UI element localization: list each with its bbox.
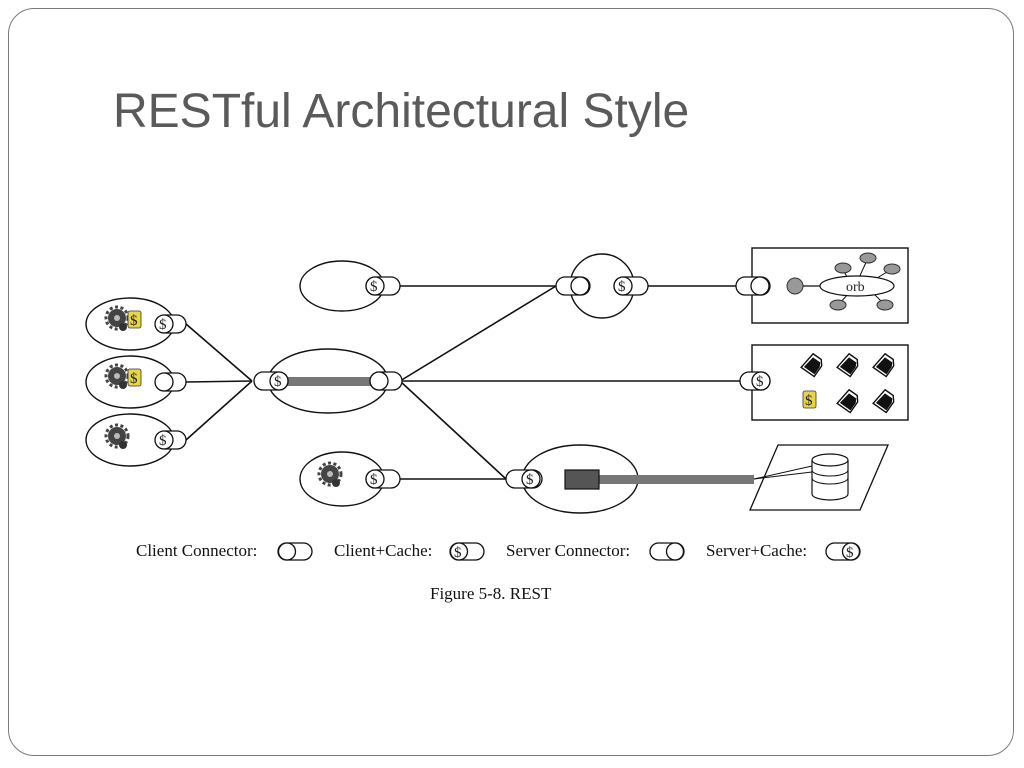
svg-text:$: $ bbox=[159, 433, 167, 449]
bottom-client-component: $ bbox=[299, 451, 401, 507]
client-cache-connector: $ bbox=[365, 469, 401, 489]
client-component-3: $ bbox=[85, 413, 187, 467]
legend-client-connector-symbol bbox=[277, 542, 313, 561]
server-connector bbox=[735, 276, 771, 296]
legend-server-cache-label: Server+Cache: bbox=[706, 541, 807, 560]
client-cache-connector: $ bbox=[154, 430, 187, 450]
resource-server: $ $ bbox=[739, 344, 909, 421]
legend-server-connector-symbol bbox=[649, 542, 685, 561]
server-connector bbox=[369, 371, 403, 391]
svg-text:$: $ bbox=[370, 472, 378, 488]
database-icon bbox=[811, 453, 849, 501]
client-cache-connector: $ bbox=[253, 371, 289, 391]
client-component-2: $ bbox=[85, 355, 187, 409]
svg-text:$: $ bbox=[756, 374, 764, 390]
slide-title: RESTful Architectural Style bbox=[113, 85, 690, 138]
client-cache-connector: $ bbox=[154, 314, 187, 334]
svg-text:$: $ bbox=[274, 374, 282, 390]
script-icon: $ bbox=[127, 368, 142, 387]
figure-caption: Figure 5-8. REST bbox=[430, 584, 552, 603]
svg-text:$: $ bbox=[130, 313, 138, 329]
svg-text:$: $ bbox=[454, 545, 462, 561]
gateway-component: $ bbox=[555, 253, 649, 319]
slide-frame bbox=[8, 8, 1014, 756]
svg-text:$: $ bbox=[526, 472, 534, 488]
svg-text:$: $ bbox=[618, 279, 626, 295]
server-connector bbox=[555, 276, 591, 296]
server-cache-connector: $ bbox=[505, 469, 543, 489]
legend-client-cache-label: Client+Cache: bbox=[334, 541, 432, 560]
legend-client-connector-label: Client Connector: bbox=[136, 541, 257, 560]
connection-lines bbox=[185, 285, 742, 480]
proxy-component: $ bbox=[253, 348, 403, 414]
legend: Client Connector: Client+Cache: $ Server… bbox=[136, 541, 861, 561]
script-icon: $ bbox=[802, 390, 817, 409]
script-icon: $ bbox=[127, 310, 142, 329]
client-connector bbox=[154, 372, 187, 392]
legend-server-connector-label: Server Connector: bbox=[506, 541, 630, 560]
client-cache-connector: $ bbox=[365, 276, 401, 296]
svg-text:$: $ bbox=[370, 279, 378, 295]
svg-text:$: $ bbox=[130, 371, 138, 387]
legend-server-cache-symbol: $ bbox=[825, 542, 861, 561]
svg-text:$: $ bbox=[805, 393, 813, 409]
svg-text:orb: orb bbox=[846, 280, 865, 295]
top-client-component: $ bbox=[299, 260, 401, 312]
svg-text:$: $ bbox=[159, 317, 167, 333]
cache-component: $ bbox=[505, 444, 754, 514]
client-cache-connector: $ bbox=[613, 276, 649, 296]
orb-server: orb bbox=[735, 247, 909, 324]
legend-client-cache-symbol: $ bbox=[449, 542, 485, 561]
server-cache-connector: $ bbox=[739, 371, 771, 391]
client-component-1: $ $ bbox=[85, 297, 187, 351]
data-store bbox=[749, 444, 889, 511]
svg-text:$: $ bbox=[846, 545, 854, 561]
